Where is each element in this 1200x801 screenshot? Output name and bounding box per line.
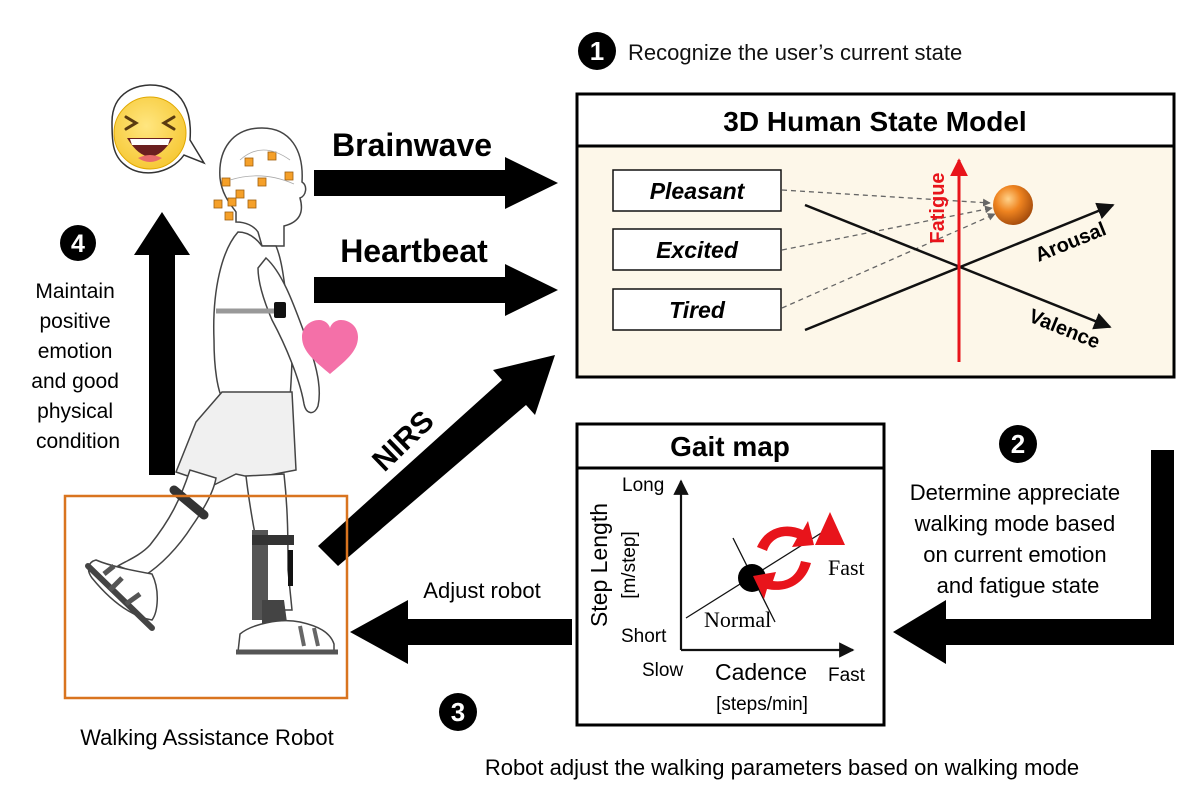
gait-x-unit: [steps/min]: [716, 694, 808, 715]
walking-assistance-robot-frame: [63, 494, 349, 700]
mapping-arrow-pleasant: [781, 189, 991, 207]
state-label-tired: Tired: [669, 297, 726, 323]
step-3-label: Robot adjust the walking parameters base…: [485, 755, 1079, 780]
step-4-badge: [60, 225, 96, 261]
step-3-badge: [439, 693, 477, 731]
brainwave-arrow: [314, 157, 558, 209]
gait-y-low: Short: [621, 626, 667, 647]
step-2-label: Determine appreciate walking mode based …: [910, 480, 1126, 598]
state-label-excited: Excited: [656, 237, 739, 263]
step-1-label: Recognize the user’s current state: [628, 40, 962, 65]
gait-map-title-bar: [575, 422, 886, 470]
state-box-pleasant: [612, 169, 782, 212]
step-2-badge: [999, 425, 1037, 463]
gait-x-low: Slow: [642, 660, 683, 681]
heartbeat-arrow: [314, 264, 558, 316]
state-model-title: 3D Human State Model: [723, 106, 1026, 137]
step-4-label: Maintain positive emotion and good physi…: [31, 280, 124, 453]
gait-fast-label: Fast: [828, 555, 865, 580]
nirs-arrow: [318, 355, 555, 566]
heartbeat-sensor: [274, 302, 286, 318]
laughing-face-icon: [113, 96, 187, 170]
gait-x-high: Fast: [828, 665, 866, 686]
rotate-arrow-upper: [757, 521, 814, 551]
step-2-bent-arrow: [893, 450, 1174, 664]
step-1-number: 1: [590, 36, 604, 66]
gait-fast-point: [815, 512, 845, 545]
step-2-number: 2: [1011, 429, 1025, 459]
heartbeat-label: Heartbeat: [340, 233, 488, 269]
fatigue-axis-label: Fatigue: [927, 172, 949, 243]
gait-x-label: Cadence: [715, 659, 807, 685]
gait-map-panel: [575, 422, 886, 727]
robot-caption: Walking Assistance Robot: [80, 725, 334, 750]
state-sphere: [993, 185, 1033, 225]
state-model-title-bar: [575, 92, 1176, 148]
adjust-robot-arrow: [350, 600, 572, 664]
eeg-electrodes: [213, 151, 294, 221]
step-3-number: 3: [451, 697, 465, 727]
step-4-number: 4: [71, 230, 85, 258]
state-label-pleasant: Pleasant: [650, 178, 746, 204]
mapping-arrow-tired: [781, 213, 996, 309]
rotate-arrow-lower: [753, 561, 811, 599]
step-1-badge: [578, 32, 616, 70]
gait-map-title: Gait map: [670, 431, 790, 462]
step-4-up-arrow: [134, 212, 190, 475]
adjust-robot-label: Adjust robot: [423, 578, 540, 603]
gait-y-label: Step Length: [586, 503, 612, 627]
brainwave-label: Brainwave: [332, 127, 492, 163]
state-box-excited: [612, 228, 782, 271]
state-box-tired: [612, 288, 782, 331]
gait-y-unit: [m/step]: [619, 531, 640, 599]
gait-normal-label: Normal: [704, 607, 771, 632]
gait-y-high: Long: [622, 475, 664, 496]
walking-person-illustration: [85, 84, 358, 655]
heart-icon: [302, 320, 358, 374]
knee-orthosis: [252, 530, 268, 620]
